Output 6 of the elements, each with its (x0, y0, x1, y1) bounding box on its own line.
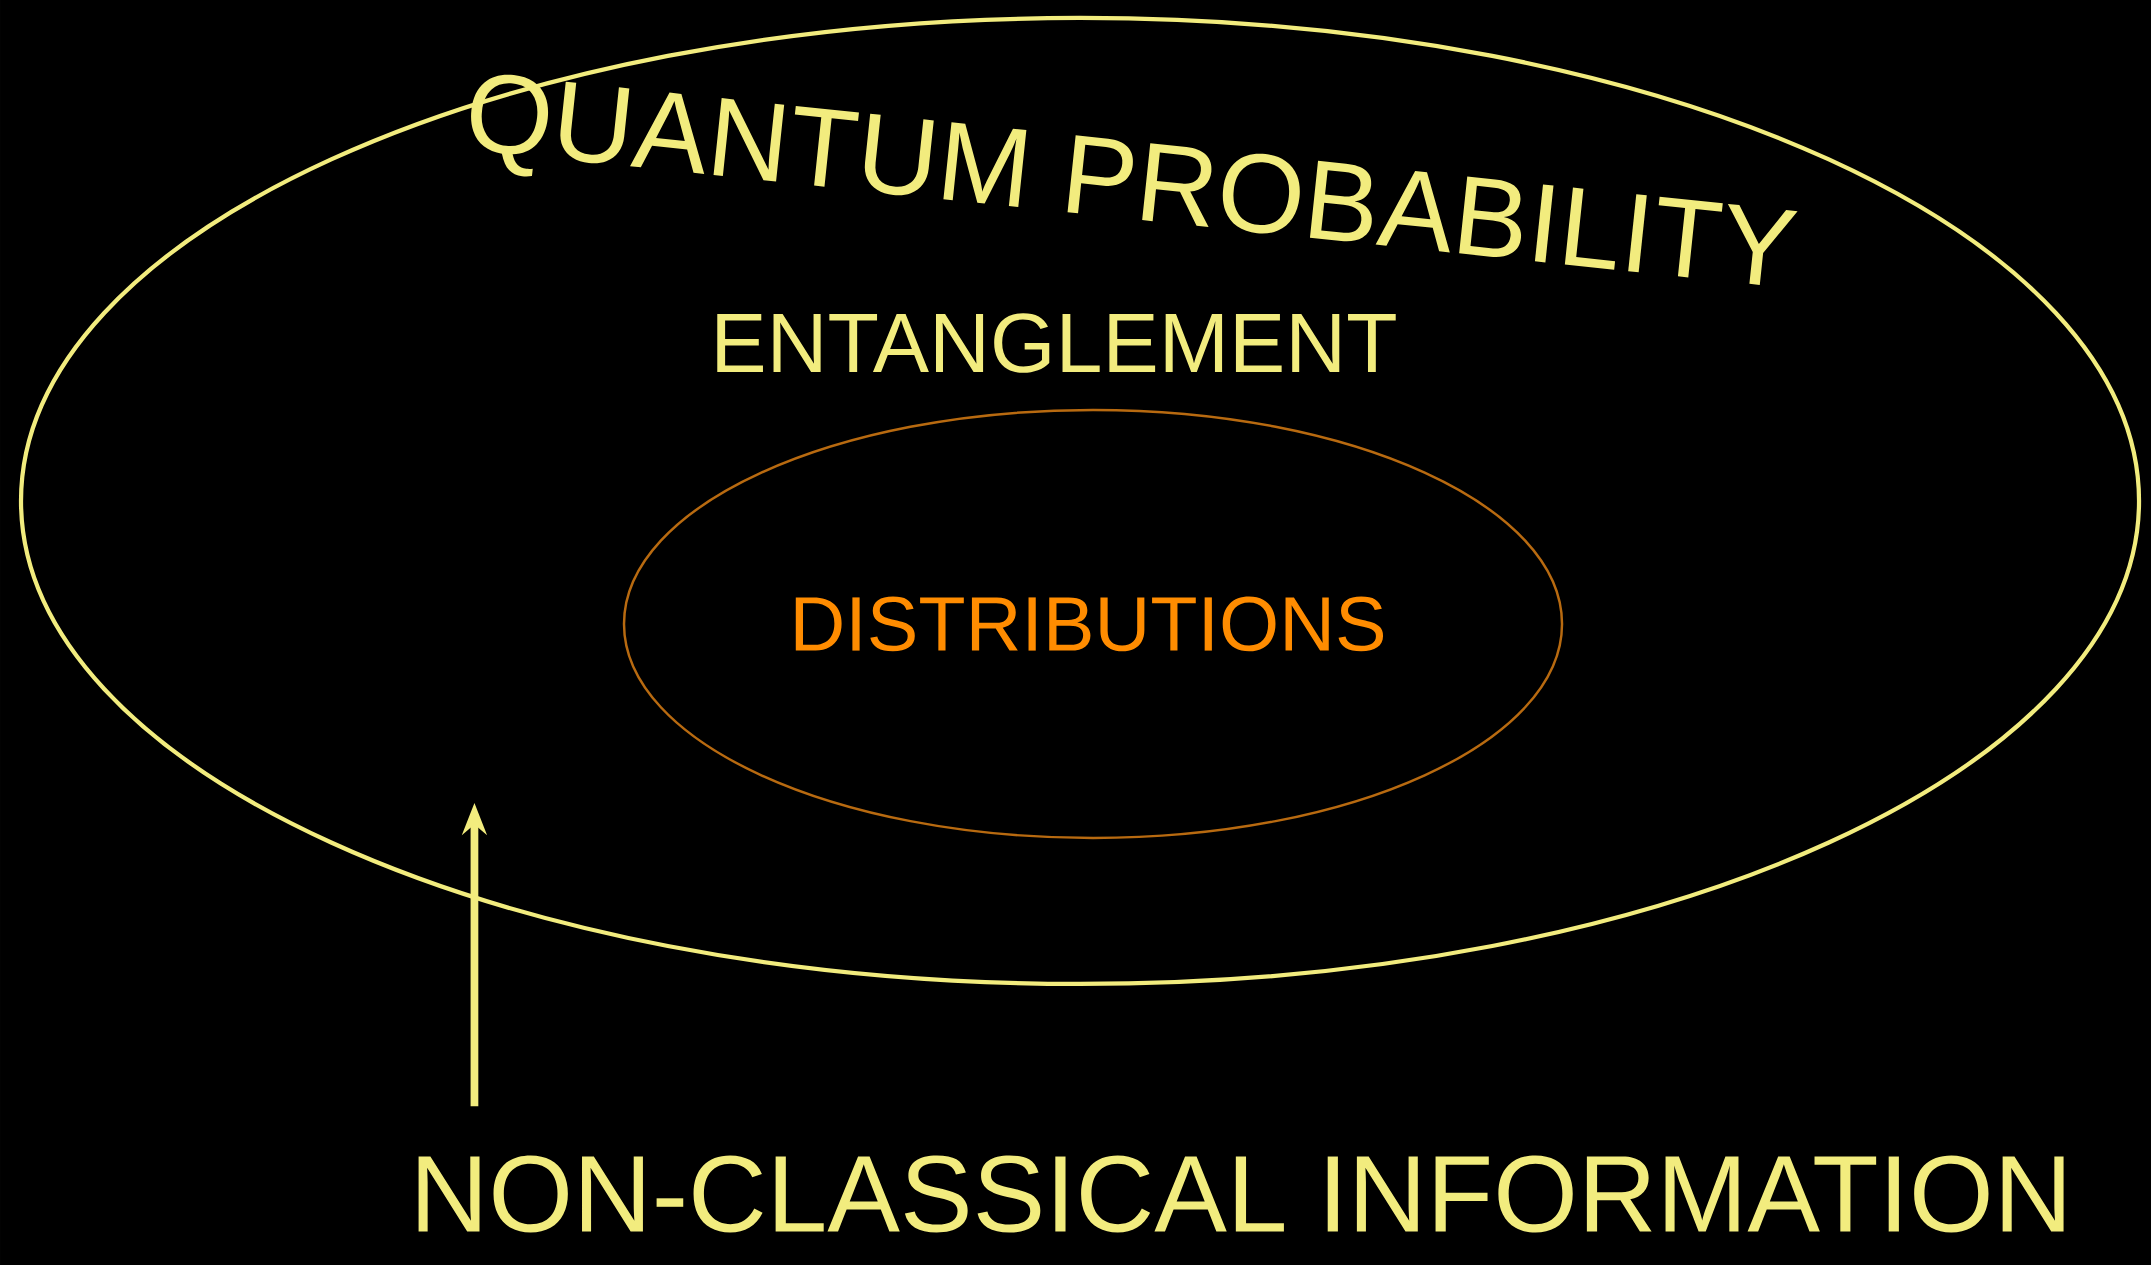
label-text: NON-CLASSICAL INFORMATION (418, 1155, 2064, 1233)
label-text: ENTANGLEMENT (717, 313, 1396, 373)
label-text: DISTRIBUTIONS (795, 596, 1384, 652)
ellipse (622, 408, 1564, 840)
label-text: QUANTUM PROBABILITY (471, 74, 1798, 285)
ellipse (18, 15, 2142, 987)
